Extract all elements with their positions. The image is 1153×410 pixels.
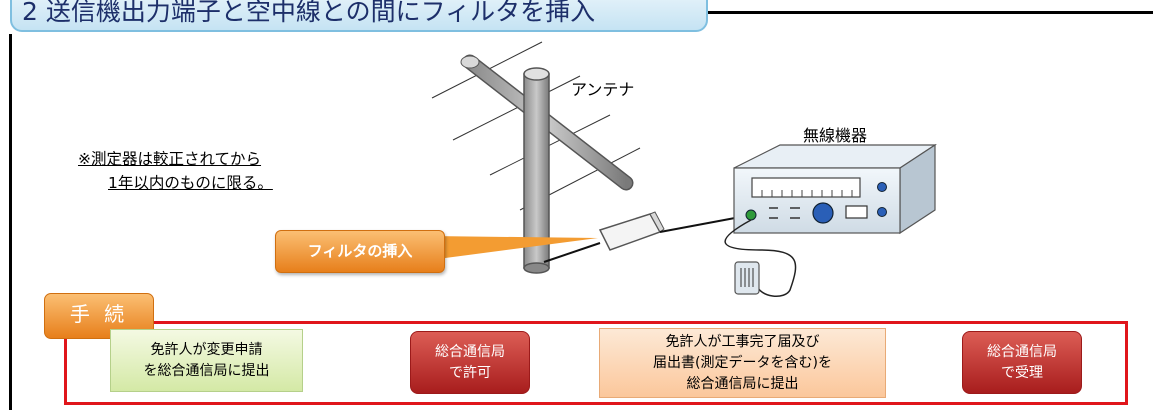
radio-equipment-label: 無線機器 <box>803 126 868 145</box>
frame-top-line <box>706 11 1153 14</box>
step-2-line-1: 総合通信局 <box>435 343 505 360</box>
microphone-cable <box>724 219 797 297</box>
step-2-line-2: で許可 <box>449 364 491 381</box>
step-4-line-2: で受理 <box>1001 364 1043 381</box>
filter-device <box>598 211 665 251</box>
radio-equipment <box>733 143 938 235</box>
step-3-line-2: 届出書(測定データを含む)を <box>653 354 832 371</box>
step-1-line-2: を総合通信局に提出 <box>143 362 270 379</box>
cable-mast-filter <box>543 242 601 263</box>
title-tab <box>10 0 708 32</box>
step-apply-change: 免許人が変更申請 を総合通信局に提出 <box>110 329 303 392</box>
frame-left-line <box>9 34 12 410</box>
step-submit-completion-report: 免許人が工事完了届及び 届出書(測定データを含む)を 総合通信局に提出 <box>599 328 886 398</box>
step-3-line-3: 総合通信局に提出 <box>686 375 799 392</box>
antenna-mast <box>523 67 550 274</box>
microphone <box>734 261 760 295</box>
callout-pointer <box>430 236 598 260</box>
step-1-line-1: 免許人が変更申請 <box>150 341 263 358</box>
calibration-note: ※測定器は較正されてから 1年以内のものに限る。 <box>78 147 273 195</box>
step-bureau-approval: 総合通信局 で許可 <box>410 331 530 394</box>
antenna-label: アンテナ <box>571 80 635 99</box>
step-4-line-1: 総合通信局 <box>987 343 1057 360</box>
page-title: 2 送信機出力端子と空中線との間にフィルタを挿入 <box>22 0 596 26</box>
step-3-line-1: 免許人が工事完了届及び <box>665 333 820 350</box>
step-bureau-acceptance: 総合通信局 で受理 <box>962 331 1082 394</box>
filter-insertion-callout: フィルタの挿入 <box>275 230 445 273</box>
note-line-2: 1年以内のものに限る。 <box>108 174 273 192</box>
note-line-1: ※測定器は較正されてから <box>78 150 262 168</box>
